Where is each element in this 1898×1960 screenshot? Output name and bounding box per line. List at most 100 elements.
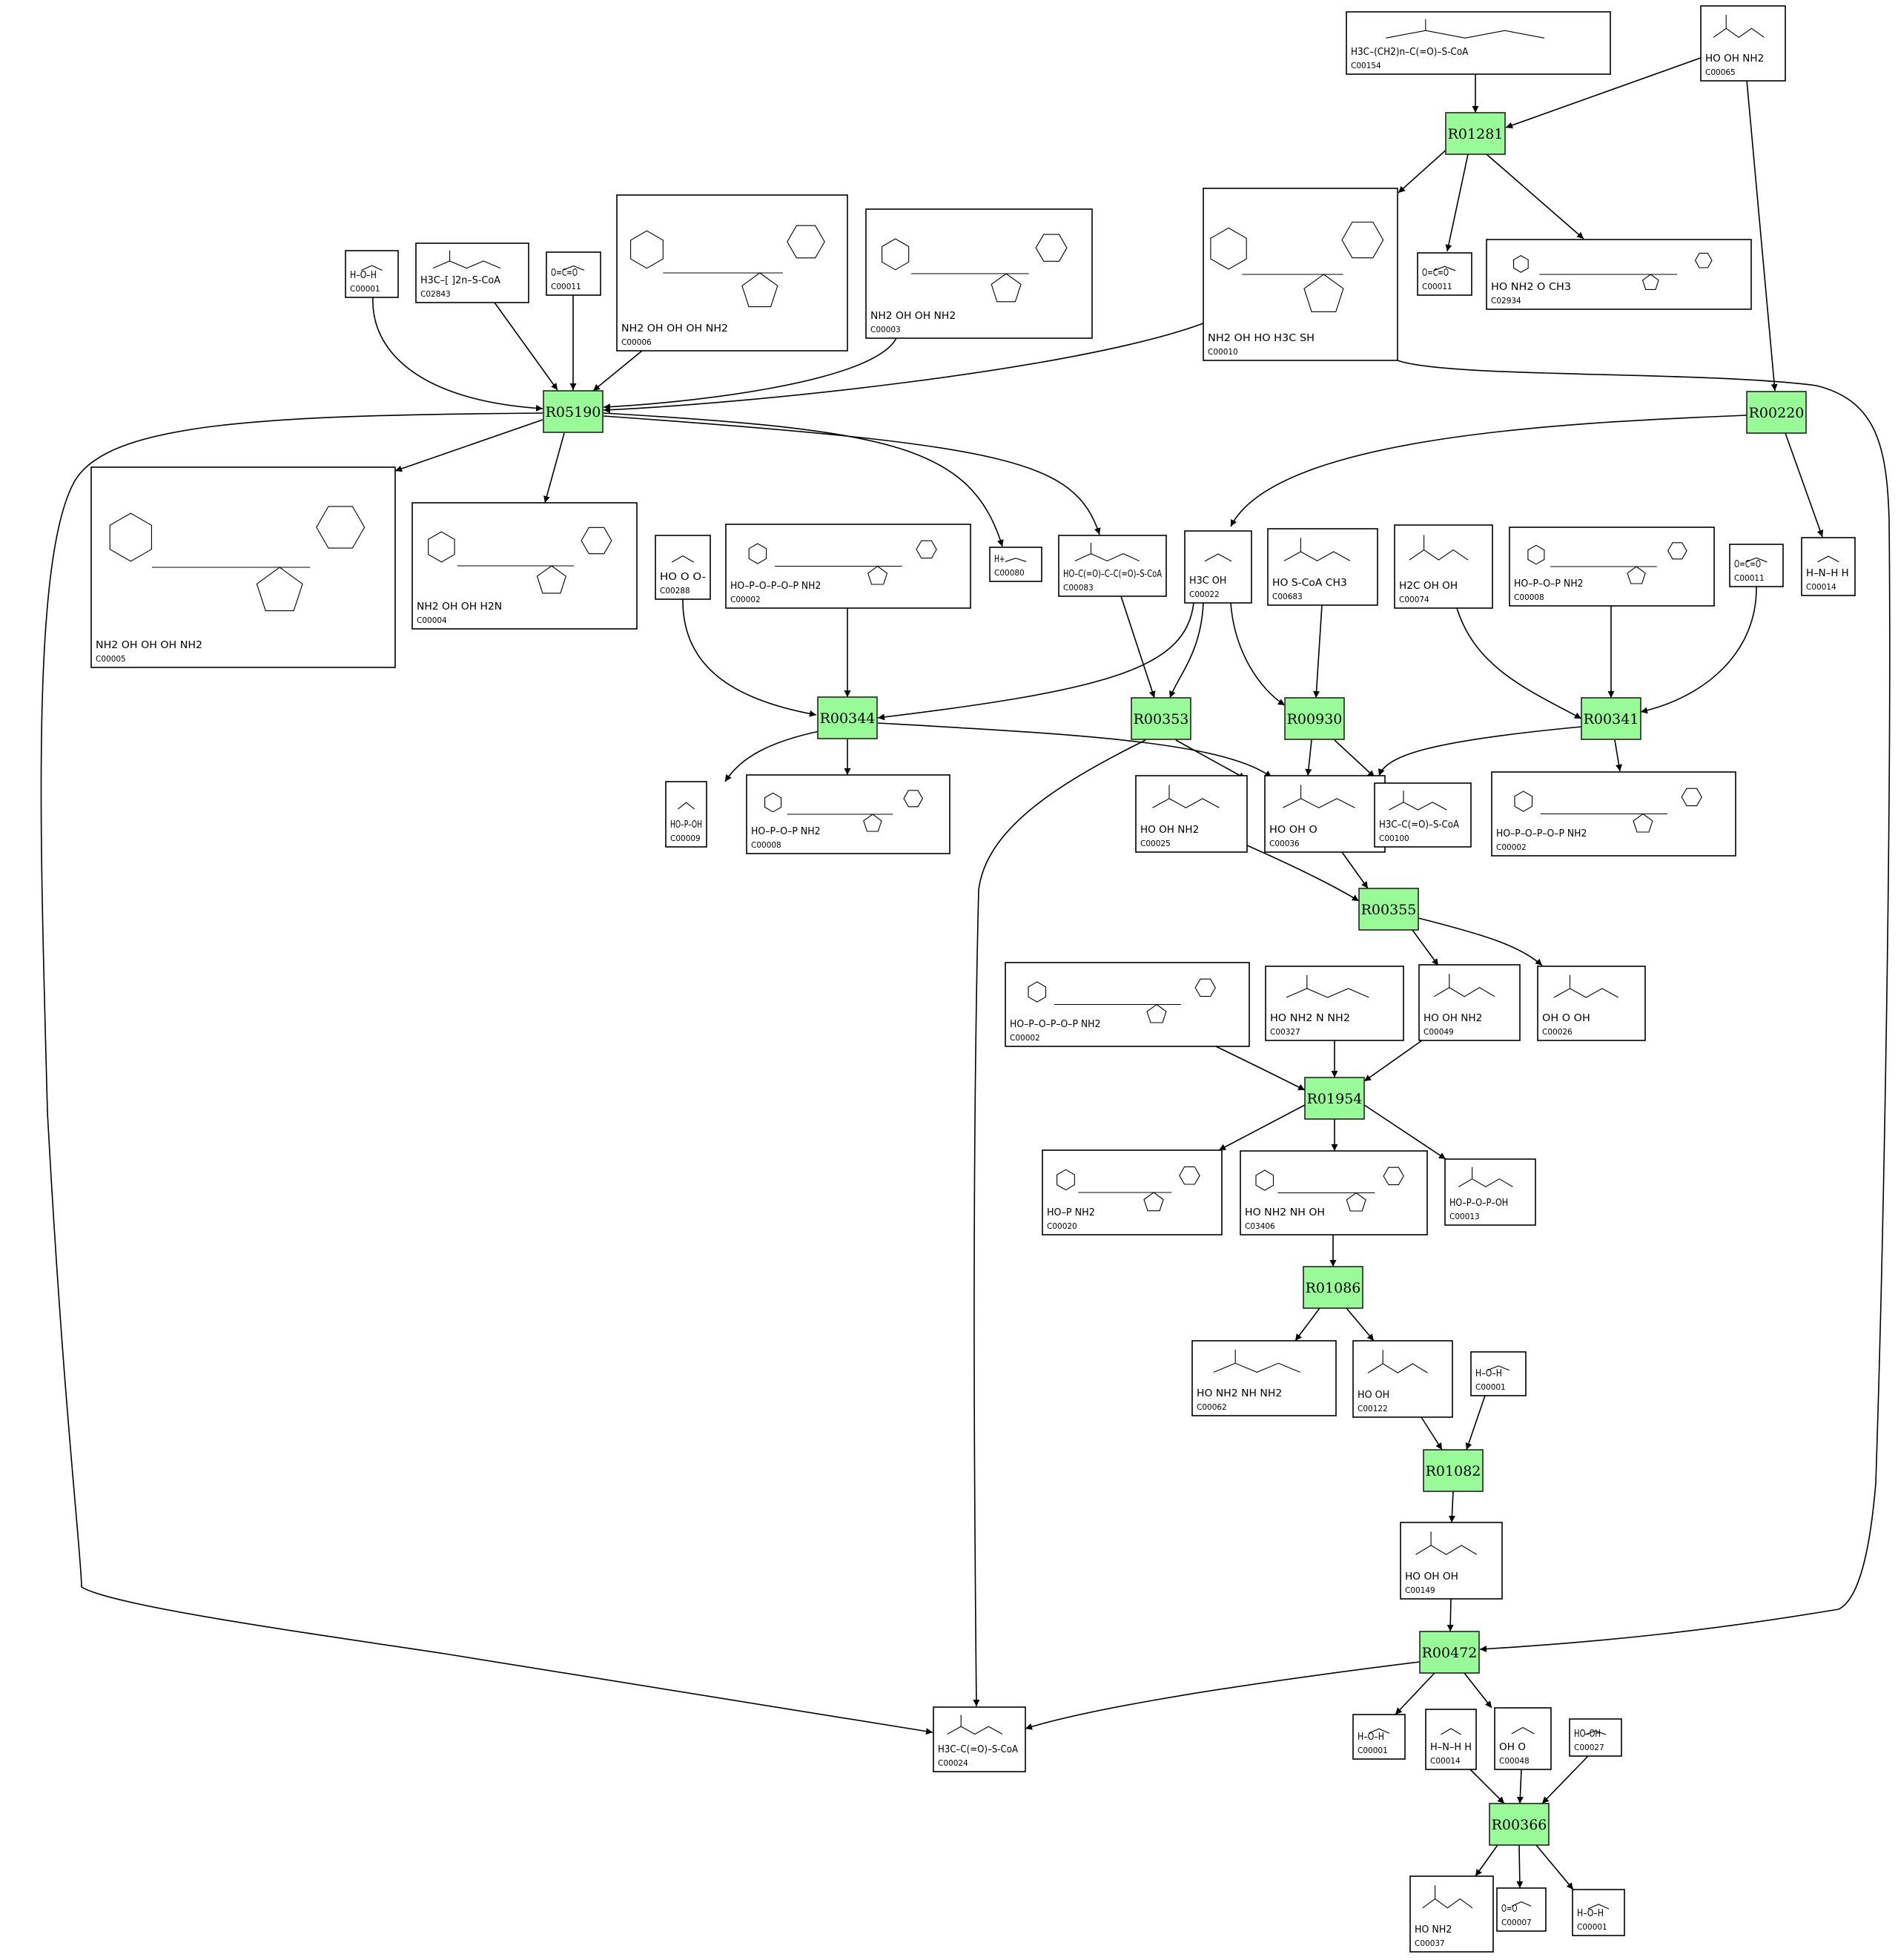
- reaction-node-r01082[interactable]: R01082: [1423, 1449, 1484, 1492]
- reaction-node-r00930[interactable]: R00930: [1284, 697, 1345, 740]
- compound-formula: H3C OH: [1189, 575, 1226, 587]
- compound-formula: HO OH NH2: [1705, 53, 1764, 65]
- structure-drawing: [1367, 1350, 1428, 1373]
- compound-id-label: C00001: [1577, 1923, 1607, 1932]
- reaction-node-r01954[interactable]: R01954: [1304, 1077, 1365, 1120]
- reaction-node-r00220[interactable]: R00220: [1746, 391, 1807, 434]
- edge-c00027-r00366: [1541, 1755, 1589, 1804]
- reaction-label: R00344: [820, 710, 876, 727]
- edge-r00355-c00026: [1418, 917, 1543, 966]
- edge-r05190-c00080: [603, 412, 1004, 547]
- structure-drawing: [361, 265, 383, 271]
- edge-c00048-r00366: [1516, 1769, 1524, 1804]
- edge-r01954-c00013: [1363, 1104, 1446, 1160]
- edge-r01086-c00062: [1294, 1307, 1320, 1342]
- edge-c00011-r00341: [1640, 586, 1757, 714]
- compound-formula: O=C=O: [551, 268, 578, 279]
- compound-node-c00080[interactable]: H+C00080: [989, 547, 1042, 582]
- edge-r05190-c00024: [40, 412, 933, 1735]
- reaction-node-r00341[interactable]: R00341: [1581, 697, 1641, 740]
- compound-id-label: C00002: [730, 595, 761, 604]
- reaction-node-r00355[interactable]: R00355: [1358, 888, 1419, 931]
- compound-id-label: C00049: [1424, 1028, 1454, 1037]
- compound-node-c00288[interactable]: HO O O-C00288: [655, 535, 711, 600]
- edge-r00930-c00036: [1305, 739, 1312, 776]
- compound-id-label: C00149: [1405, 1586, 1435, 1595]
- reaction-node-r00366[interactable]: R00366: [1489, 1803, 1550, 1846]
- reaction-node-r00344[interactable]: R00344: [817, 696, 878, 739]
- edge-r00472-c00048: [1464, 1672, 1492, 1709]
- edge-r00353-c00036: [1175, 739, 1246, 779]
- compound-id-label: C00122: [1358, 1405, 1388, 1413]
- structure-drawing: [1458, 1167, 1513, 1188]
- compound-formula: NH2 OH OH NH2: [870, 311, 956, 322]
- structure-drawing: [1745, 557, 1768, 563]
- structure-drawing: [1057, 1166, 1200, 1212]
- reaction-node-r00472[interactable]: R00472: [1419, 1631, 1480, 1674]
- compound-formula: H3C–(CH2)n–C(=O)–S-CoA: [1351, 47, 1468, 58]
- edge-r00344-c00009: [724, 730, 820, 782]
- edge-r05190-c00083: [603, 415, 1101, 535]
- edge-c00683-r00930: [1313, 604, 1323, 699]
- edge-c00083-r00353: [1120, 595, 1156, 699]
- reaction-node-r01281[interactable]: R01281: [1445, 112, 1506, 155]
- reaction-node-r00353[interactable]: R00353: [1131, 697, 1191, 740]
- edge-r01954-c00020: [1218, 1104, 1306, 1151]
- compound-id-label: C02934: [1491, 297, 1521, 306]
- structure-drawing: [678, 802, 695, 810]
- edge-c00001-r01082: [1465, 1395, 1486, 1451]
- edge-r00366-c00001: [1535, 1844, 1574, 1890]
- reaction-node-r01086[interactable]: R01086: [1303, 1266, 1363, 1309]
- compound-id-label: C00036: [1269, 839, 1300, 848]
- edge-r00355-c00049: [1412, 929, 1439, 966]
- compound-id-label: C00062: [1197, 1403, 1227, 1412]
- reaction-node-r05190[interactable]: R05190: [543, 390, 604, 433]
- compound-id-label: C00013: [1449, 1212, 1480, 1221]
